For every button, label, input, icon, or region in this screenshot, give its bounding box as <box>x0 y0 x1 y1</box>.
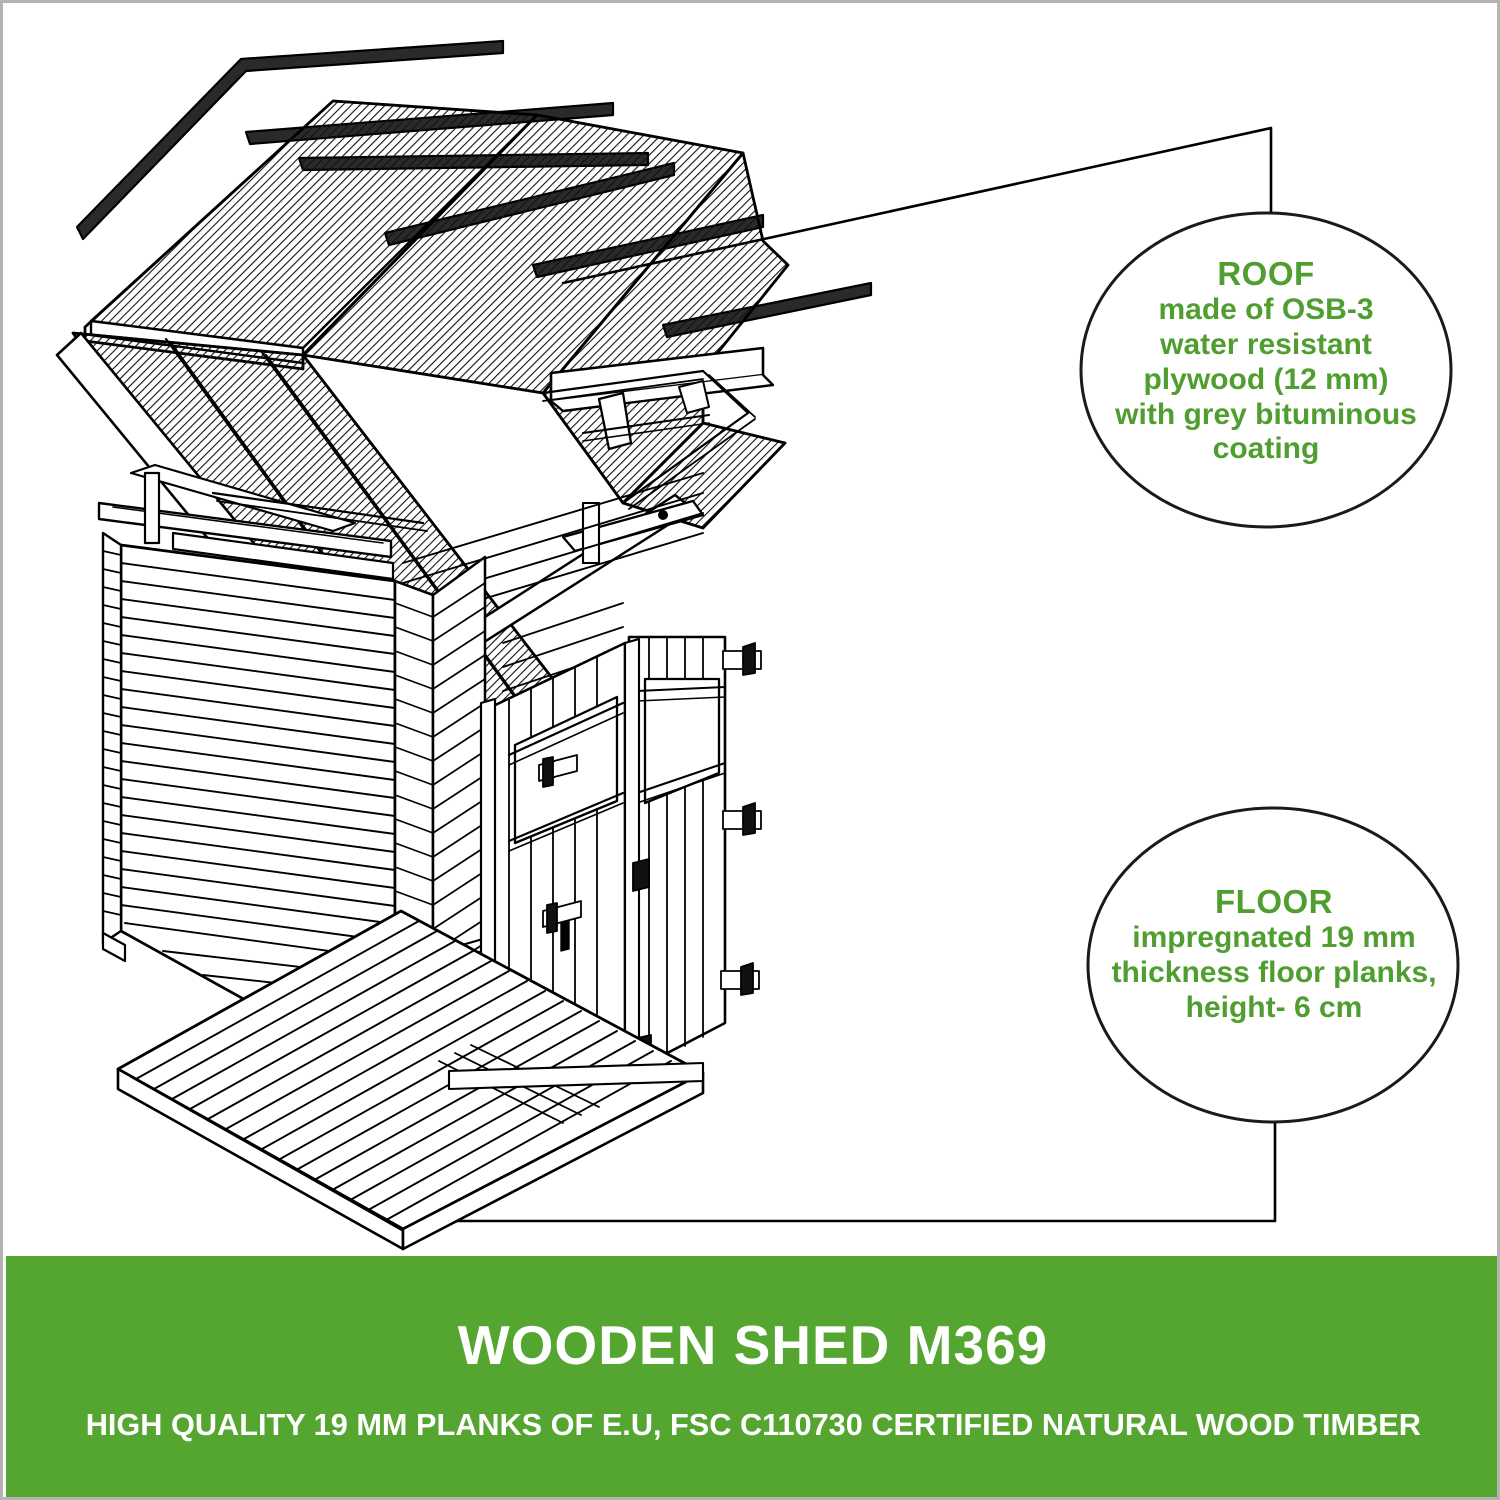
door-right-leaf <box>623 635 727 1077</box>
product-title: WOODEN SHED M369 <box>457 1314 1049 1376</box>
leader-line-floor <box>421 1113 1277 1223</box>
door-assembly <box>479 635 762 1131</box>
floor-platform <box>116 909 705 1251</box>
product-subtitle: HIGH QUALITY 19 MM PLANKS OF E.U, FSC C1… <box>85 1407 1421 1442</box>
product-banner: WOODEN SHED M369 HIGH QUALITY 19 MM PLAN… <box>6 1256 1497 1497</box>
door-hinges <box>720 642 762 996</box>
wall-left <box>101 531 397 1085</box>
leader-line-roof <box>561 126 1273 285</box>
roof-batten-ridge <box>75 39 505 241</box>
floor-joist-front <box>447 1061 705 1091</box>
shed-exploded-diagram <box>55 39 1277 1251</box>
